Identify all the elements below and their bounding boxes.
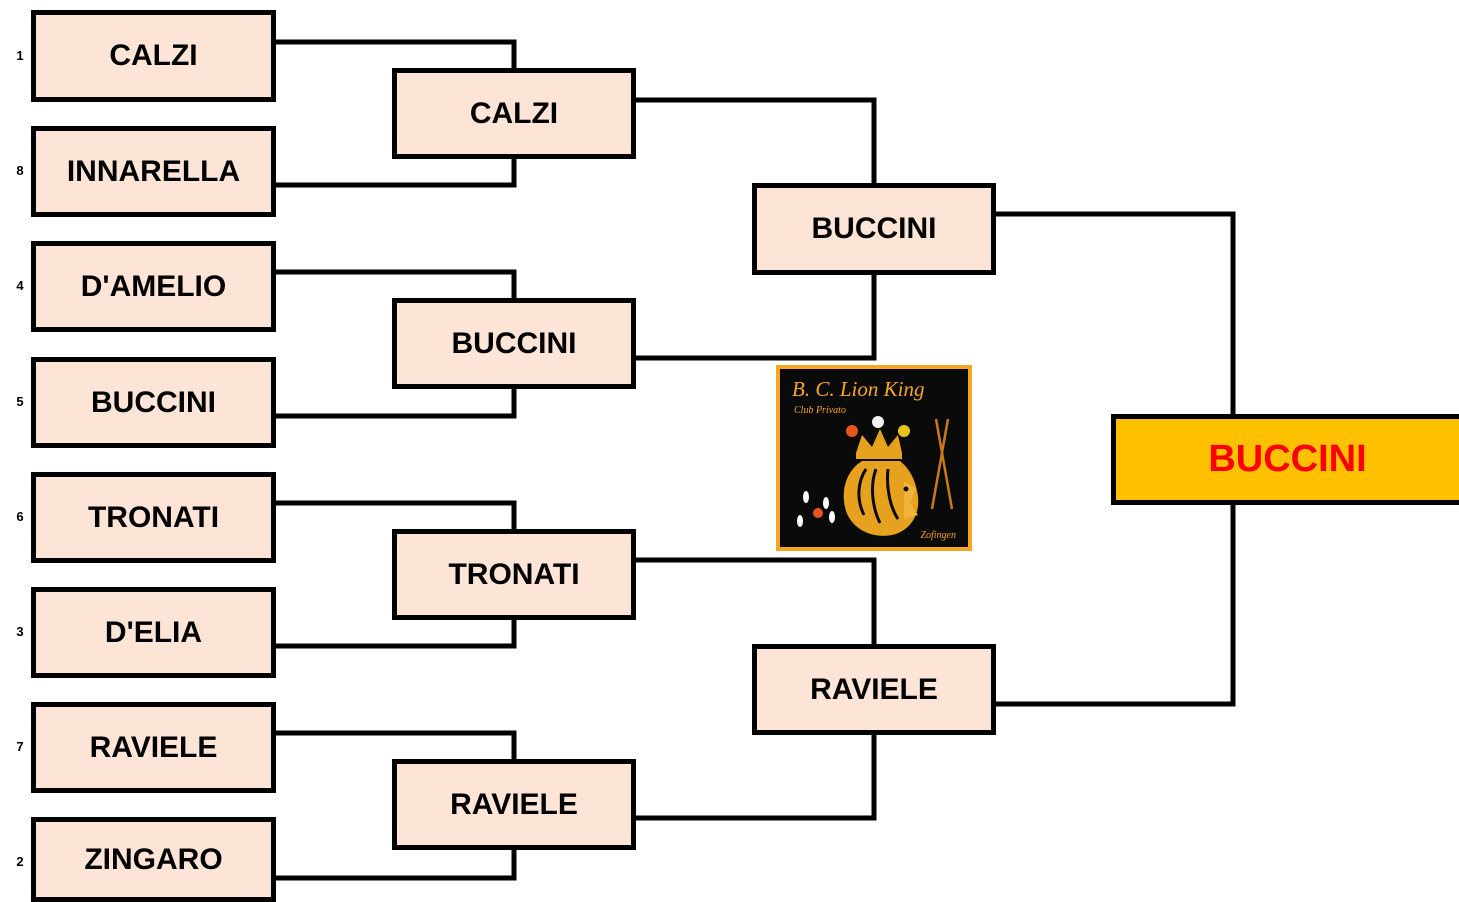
seed-number: 6 <box>16 509 24 524</box>
round1-player-box: BUCCINI <box>31 357 276 448</box>
connector-r1-7 <box>271 730 517 765</box>
club-logo: B. C. Lion King Club Privato Zofingen <box>776 365 972 551</box>
connector-r1-6 <box>271 613 517 649</box>
round1-player-box: RAVIELE <box>31 702 276 793</box>
lion-crown-icon <box>797 416 954 536</box>
connector-r1-1 <box>271 39 517 75</box>
connector-r2-2 <box>631 268 877 361</box>
round1-player-box: CALZI <box>31 10 276 102</box>
connector-r1-3 <box>271 269 517 305</box>
round1-player-box: INNARELLA <box>31 126 276 217</box>
logo-title: B. C. Lion King <box>792 377 925 401</box>
seed-number: 4 <box>16 278 24 293</box>
semifinal-player-box: RAVIELE <box>752 644 996 735</box>
logo-place: Zofingen <box>920 530 956 541</box>
round2-player-box: CALZI <box>392 68 636 159</box>
connector-r1-8 <box>271 843 517 881</box>
round2-player-box: BUCCINI <box>392 298 636 389</box>
logo-subtitle: Club Privato <box>794 405 846 416</box>
connector-sf-1 <box>991 211 1236 420</box>
connector-r2-1 <box>631 97 877 190</box>
semifinal-player-box: BUCCINI <box>752 183 996 275</box>
connector-sf-2 <box>991 498 1236 707</box>
connector-r1-5 <box>271 500 517 535</box>
seed-number: 3 <box>16 624 24 639</box>
connector-r1-2 <box>271 153 517 188</box>
seed-number: 2 <box>16 854 24 869</box>
round1-player-box: TRONATI <box>31 472 276 563</box>
seed-number: 8 <box>16 163 24 178</box>
champion-box: BUCCINI <box>1111 414 1459 505</box>
seed-number: 1 <box>16 48 24 63</box>
seed-number: 5 <box>16 394 24 409</box>
round1-player-box: D'ELIA <box>31 587 276 678</box>
round2-player-box: RAVIELE <box>392 759 636 850</box>
round1-player-box: D'AMELIO <box>31 241 276 332</box>
connector-r2-4 <box>631 728 877 821</box>
round1-player-box: ZINGARO <box>31 817 276 902</box>
seed-number: 7 <box>16 739 24 754</box>
champion-name: BUCCINI <box>1208 438 1367 480</box>
connector-r1-4 <box>271 383 517 419</box>
connector-r2-3 <box>631 557 877 650</box>
round2-player-box: TRONATI <box>392 529 636 620</box>
